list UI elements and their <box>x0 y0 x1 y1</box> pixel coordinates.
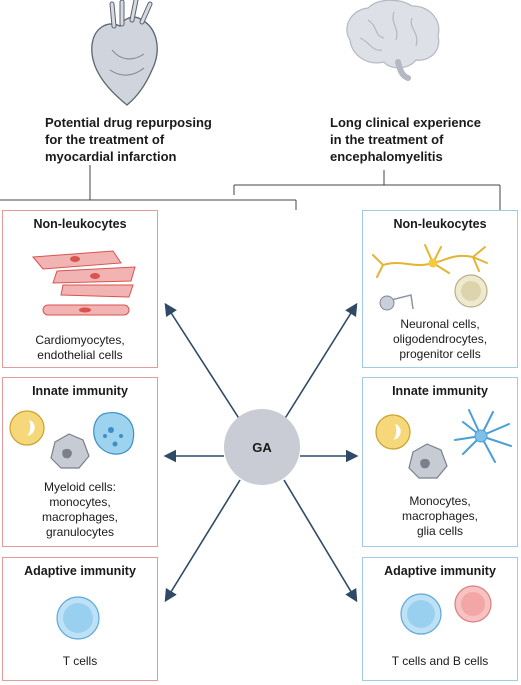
right-panel-non-leukocytes: Non-leukocytes Neuronal cells, oligodend… <box>362 210 518 368</box>
ga-label: GA <box>252 439 272 455</box>
panel-text: Monocytes, macrophages, glia cells <box>401 494 479 538</box>
arrow-bottom-right <box>283 479 358 603</box>
brain-icon <box>346 0 440 81</box>
panel-title: Non-leukocytes <box>393 217 487 231</box>
arrow-top-left <box>164 302 241 421</box>
panel-text: Neuronal cells, oligodendrocytes, progen… <box>392 317 488 361</box>
panel-title: Adaptive immunity <box>24 564 136 578</box>
panel-title: Innate immunity <box>32 384 128 398</box>
arrow-bottom-left <box>164 479 241 603</box>
t-and-b-cells-icon <box>400 585 492 635</box>
arrow-top-right <box>283 302 358 421</box>
panel-text: Myeloid cells: monocytes, macrophages, g… <box>41 480 119 539</box>
right-panel-innate: Innate immunity Monocytes, macrophages, … <box>362 377 518 547</box>
heart-caption: Potential drug repurposing for the treat… <box>45 115 212 164</box>
brain-caption: Long clinical experience in the treatmen… <box>330 115 481 164</box>
panel-text: Cardiomyocytes, endothelial cells <box>35 333 125 362</box>
panel-title: Adaptive immunity <box>384 564 496 578</box>
myeloid-cells-icon <box>9 410 135 469</box>
neuronal-cells-icon <box>372 244 488 311</box>
panel-title: Innate immunity <box>392 384 488 398</box>
cardiomyocyte-icon <box>31 250 136 316</box>
innate-cells-icon <box>375 409 512 479</box>
panel-title: Non-leukocytes <box>33 217 127 231</box>
left-panel-innate: Innate immunity Myeloid cells: monocytes… <box>2 377 158 547</box>
right-panel-adaptive: Adaptive immunity T cells and B cells <box>362 557 518 681</box>
panel-text: T cells <box>62 654 98 668</box>
left-panel-adaptive: Adaptive immunity T cells <box>2 557 158 681</box>
t-cell-icon <box>56 596 100 640</box>
left-panel-non-leukocytes: Non-leukocytes Cardiomyocytes, endotheli… <box>2 210 158 368</box>
panel-text: T cells and B cells <box>391 654 489 668</box>
ga-node: GA <box>224 409 300 485</box>
heart-icon <box>91 0 158 106</box>
